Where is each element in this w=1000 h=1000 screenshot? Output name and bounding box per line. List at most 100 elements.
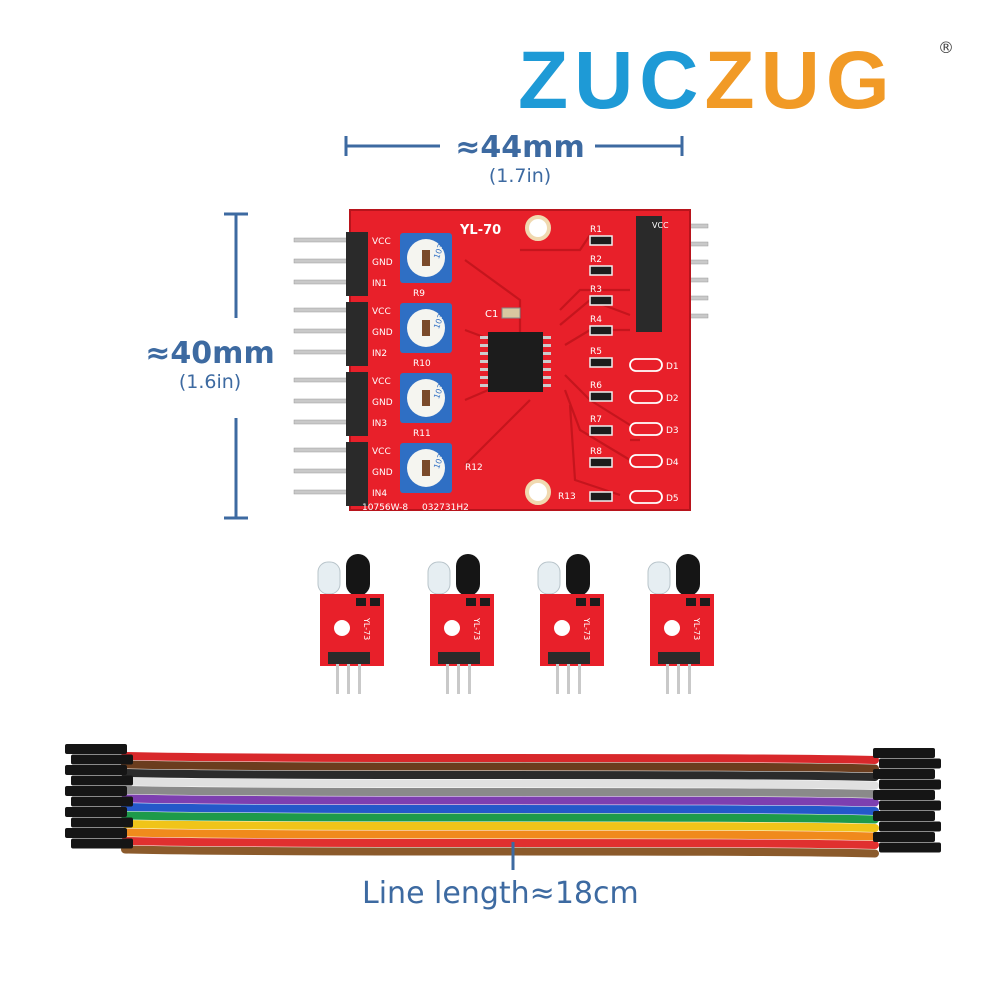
sensor-smd xyxy=(686,598,696,606)
cable-connector xyxy=(879,842,941,853)
ic-pin xyxy=(480,336,488,339)
header-pin xyxy=(293,258,351,264)
cable-wires xyxy=(121,752,879,858)
ir-receiver-led xyxy=(456,554,480,596)
pin-label: GND xyxy=(372,328,393,338)
led-label: D1 xyxy=(666,362,679,372)
left-pin-headers xyxy=(346,232,368,506)
cable-connector xyxy=(879,779,941,790)
cable-wire xyxy=(121,752,879,764)
right-pin-header xyxy=(636,216,662,332)
pin-header-block xyxy=(346,302,368,366)
cable-connectors-left xyxy=(65,744,133,849)
cable-connector xyxy=(71,796,133,807)
ir-emitter-led xyxy=(647,561,671,595)
resistor xyxy=(589,491,613,502)
sensor-pin xyxy=(358,664,361,694)
height-dimension: ≈40mm (1.6in) xyxy=(140,336,280,393)
ir-emitter-led xyxy=(317,561,341,595)
header-pin xyxy=(293,447,351,453)
pin-header-block xyxy=(346,442,368,506)
ir-receiver-led xyxy=(346,554,370,596)
resistor xyxy=(589,357,613,368)
board-code-left: 10756W-8 xyxy=(362,503,408,513)
dupont-cable xyxy=(65,744,941,858)
ic-pin xyxy=(480,368,488,371)
resistor-label: R1 xyxy=(590,225,602,235)
left-header-pins xyxy=(293,237,351,495)
header-pin xyxy=(293,279,351,285)
led-label: D4 xyxy=(666,458,679,468)
header-pin xyxy=(293,307,351,313)
pin-label: VCC xyxy=(372,377,391,387)
cable-connector xyxy=(873,832,935,842)
width-sub: (1.7in) xyxy=(488,165,552,187)
cable-wire xyxy=(121,760,879,773)
sensor-smd xyxy=(700,598,710,606)
resistor xyxy=(589,235,613,246)
ir-sensor-module: YL-73 xyxy=(642,548,722,712)
pot-slot xyxy=(422,250,430,266)
cable-connector xyxy=(873,790,935,800)
sensor-pin xyxy=(666,664,669,694)
ic-pin xyxy=(543,344,551,347)
brand-logo: ZUCZUG xyxy=(518,40,896,122)
sensor-pin xyxy=(567,664,570,694)
cable-wire xyxy=(121,837,879,849)
cable-connector xyxy=(873,769,935,779)
cable-connector xyxy=(71,817,133,828)
logo-part-1: ZUC xyxy=(518,35,705,126)
sensor-smd xyxy=(466,598,476,606)
cable-connectors-right xyxy=(873,748,941,853)
ic-pin xyxy=(480,384,488,387)
ic-pin xyxy=(480,352,488,355)
sensor-mounting-hole xyxy=(334,620,350,636)
ic-chip xyxy=(488,332,543,392)
header-pin xyxy=(293,489,351,495)
ic-pin xyxy=(543,384,551,387)
cable-connector xyxy=(879,800,941,811)
line-length-marker xyxy=(511,842,515,870)
cable-wire xyxy=(121,777,879,790)
resistor-label: R3 xyxy=(590,285,602,295)
header-pin xyxy=(293,328,351,334)
pin-label: GND xyxy=(372,398,393,408)
sensor-pin xyxy=(688,664,691,694)
pot-label: R10 xyxy=(413,359,431,369)
ic-pin xyxy=(480,360,488,363)
ir-sensor-module: YL-73 xyxy=(312,548,392,712)
sensor-label: YL-73 xyxy=(692,617,701,640)
cable-wire xyxy=(121,828,879,841)
sensor-smd xyxy=(480,598,490,606)
led-label: D5 xyxy=(666,494,679,504)
cable-connector xyxy=(65,807,127,817)
pot-label: R11 xyxy=(413,429,431,439)
cable-connector xyxy=(65,744,127,754)
ic-pin xyxy=(543,360,551,363)
sensor-pin xyxy=(677,664,680,694)
resistor xyxy=(589,391,613,402)
pin-label: IN3 xyxy=(372,419,387,429)
header-pin xyxy=(293,419,351,425)
cable-wire xyxy=(121,845,879,858)
board-code-right: 032731H2 xyxy=(422,503,469,513)
ir-sensor-module: YL-73 xyxy=(422,548,502,712)
sensor-pin-header xyxy=(328,652,370,664)
sensor-label: YL-73 xyxy=(472,617,481,640)
sensor-mounting-hole xyxy=(444,620,460,636)
sensor-smd xyxy=(590,598,600,606)
cap-label: C1 xyxy=(485,309,498,320)
sensor-pin xyxy=(336,664,339,694)
ir-emitter-led xyxy=(427,561,451,595)
ic-pin xyxy=(543,336,551,339)
pot-label: R12 xyxy=(465,463,483,473)
resistor xyxy=(589,265,613,276)
header-pin xyxy=(293,237,351,243)
pot-label: R9 xyxy=(413,289,425,299)
ic-pin xyxy=(543,368,551,371)
pin-label: VCC xyxy=(372,307,391,317)
resistor xyxy=(589,295,613,306)
